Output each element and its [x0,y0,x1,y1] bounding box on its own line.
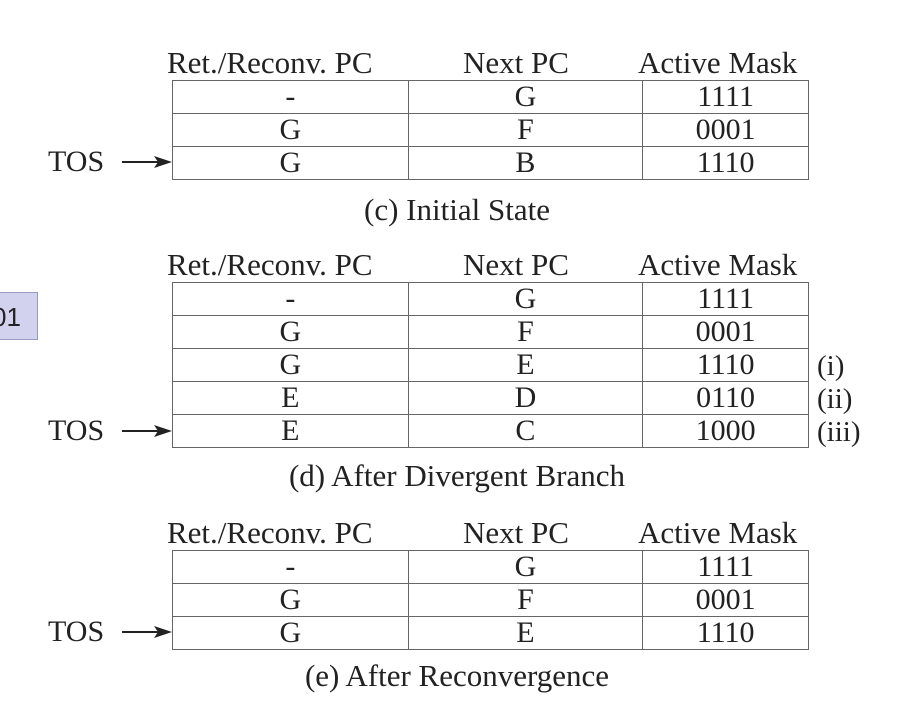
ret-reconv-pc-cell: - [172,283,408,315]
ret-reconv-pc-cell: - [172,551,408,583]
panel-caption: (e) After Reconvergence [304,658,610,693]
stack-table: - G 1111 G F 0001 G B 1110 [172,80,809,180]
active-mask-cell: 1110 [642,349,809,381]
header-active-mask: Active Mask [638,247,798,282]
side-tab[interactable]: 01 [0,292,38,340]
tos-arrow-icon [122,626,172,638]
header-next-pc: Next PC [463,515,569,550]
next-pc-cell: F [407,114,643,146]
header-ret-reconv-pc: Ret./Reconv. PC [167,247,373,282]
header-next-pc: Next PC [463,45,569,80]
table-row: G F 0001 [172,584,809,617]
table-row: G E 1110 [172,617,809,650]
next-pc-cell: E [407,617,643,649]
active-mask-cell: 1111 [642,283,809,315]
next-pc-cell: G [407,283,643,315]
stack-table: - G 1111 G F 0001 G E 1110 [172,550,809,650]
ret-reconv-pc-cell: G [172,617,408,649]
header-ret-reconv-pc: Ret./Reconv. PC [167,45,373,80]
next-pc-cell: C [407,415,643,447]
panel-caption: (c) Initial State [364,192,550,227]
header-ret-reconv-pc: Ret./Reconv. PC [167,515,373,550]
ret-reconv-pc-cell: E [172,382,408,414]
table-row: G B 1110 [172,147,809,180]
next-pc-cell: B [407,147,643,179]
ret-reconv-pc-cell: - [172,81,408,113]
next-pc-cell: G [407,551,643,583]
active-mask-cell: 0001 [642,316,809,348]
ret-reconv-pc-cell: G [172,316,408,348]
ret-reconv-pc-cell: G [172,147,408,179]
active-mask-cell: 1111 [642,81,809,113]
next-pc-cell: G [407,81,643,113]
tos-label: TOS [48,615,105,648]
table-row: - G 1111 [172,283,809,316]
table-row: G E 1110 [172,349,809,382]
ret-reconv-pc-cell: E [172,415,408,447]
next-pc-cell: F [407,316,643,348]
table-row: E D 0110 [172,382,809,415]
panel-caption: (d) After Divergent Branch [288,458,625,493]
table-row: G F 0001 [172,316,809,349]
table-row: E C 1000 [172,415,809,448]
table-row: - G 1111 [172,81,809,114]
tos-arrow-icon [122,156,172,168]
next-pc-cell: F [407,584,643,616]
side-tab-label: 01 [0,302,21,332]
header-next-pc: Next PC [463,247,569,282]
ret-reconv-pc-cell: G [172,114,408,146]
header-active-mask: Active Mask [638,515,798,550]
header-active-mask: Active Mask [638,45,798,80]
tos-arrow-icon [122,425,172,437]
table-row: - G 1111 [172,551,809,584]
active-mask-cell: 0001 [642,584,809,616]
active-mask-cell: 1110 [642,147,809,179]
stack-table: - G 1111 G F 0001 G E 1110 E D 0110 E C … [172,282,809,448]
active-mask-cell: 0110 [642,382,809,414]
active-mask-cell: 0001 [642,114,809,146]
active-mask-cell: 1110 [642,617,809,649]
active-mask-cell: 1111 [642,551,809,583]
ret-reconv-pc-cell: G [172,349,408,381]
next-pc-cell: D [407,382,643,414]
row-label-iii: (iii) [817,416,861,448]
row-label-i: (i) [817,350,845,382]
next-pc-cell: E [407,349,643,381]
active-mask-cell: 1000 [642,415,809,447]
tos-label: TOS [48,145,105,178]
table-row: G F 0001 [172,114,809,147]
tos-label: TOS [48,414,105,447]
row-label-ii: (ii) [817,383,853,415]
ret-reconv-pc-cell: G [172,584,408,616]
